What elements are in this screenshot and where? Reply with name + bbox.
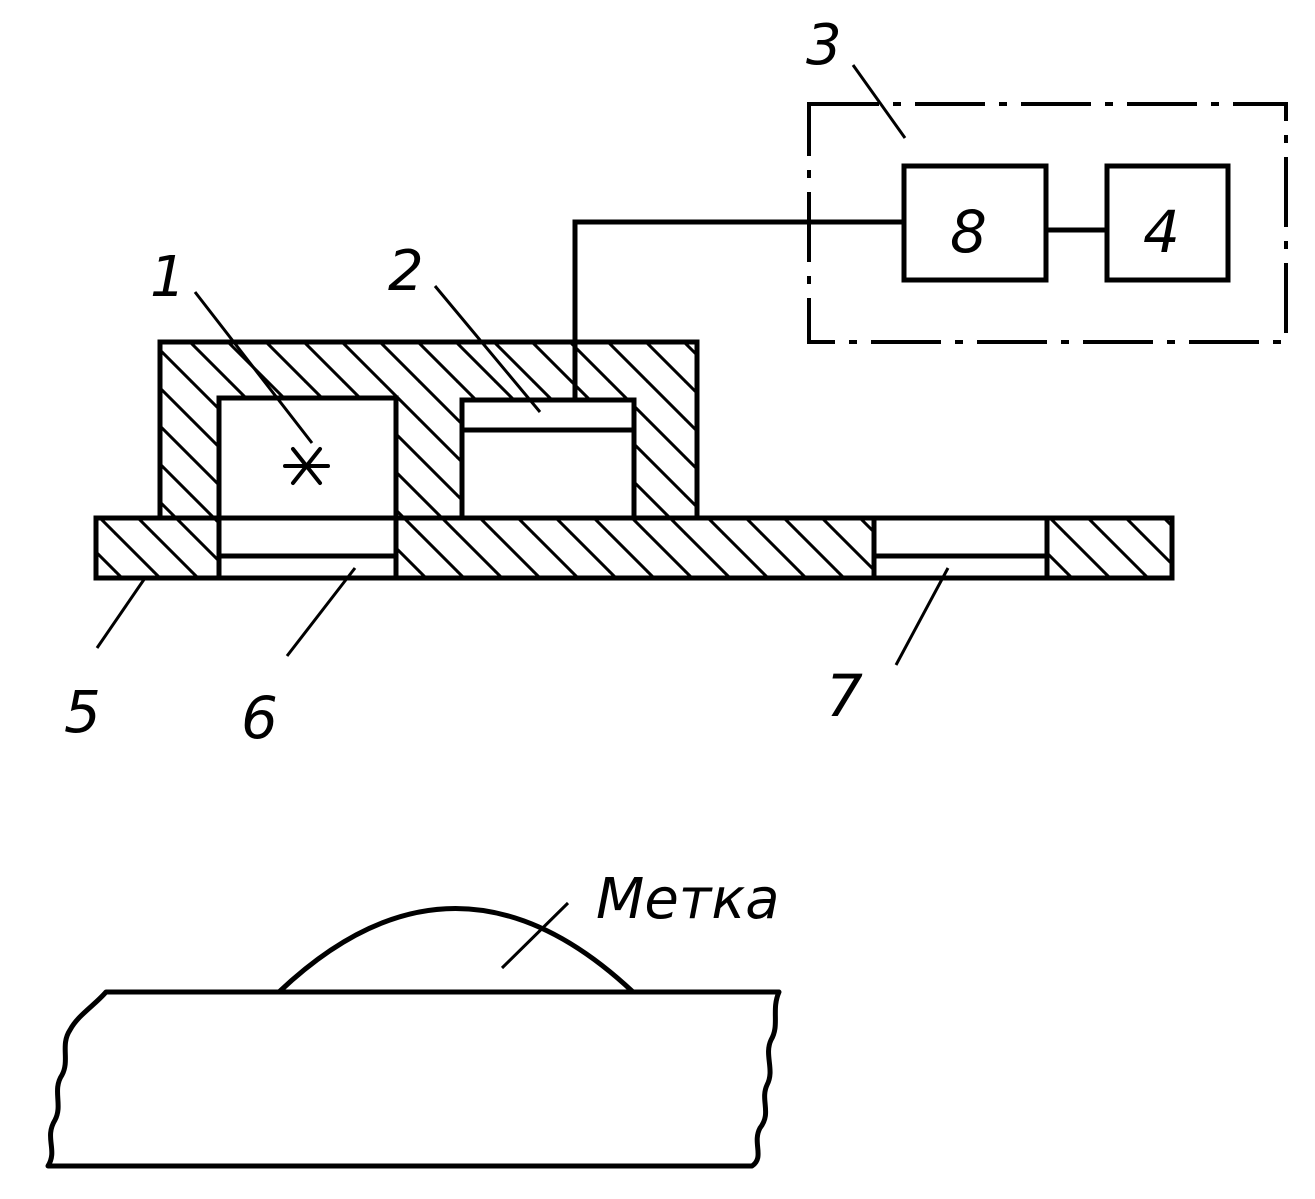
label-7: 7 <box>826 662 863 730</box>
detector <box>462 400 634 518</box>
window-6 <box>219 518 396 578</box>
label-2: 2 <box>388 239 424 304</box>
label-3: 3 <box>806 13 842 78</box>
label-8: 8 <box>950 198 987 266</box>
label-4: 4 <box>1143 198 1180 266</box>
object-surface <box>48 992 779 1166</box>
label-1: 1 <box>150 245 186 310</box>
label-5: 5 <box>64 678 101 746</box>
mark-bump <box>279 909 633 993</box>
mark-label: Метка <box>596 867 780 932</box>
label-6: 6 <box>241 684 278 752</box>
source-chamber <box>219 398 396 518</box>
window-7 <box>874 518 1047 578</box>
